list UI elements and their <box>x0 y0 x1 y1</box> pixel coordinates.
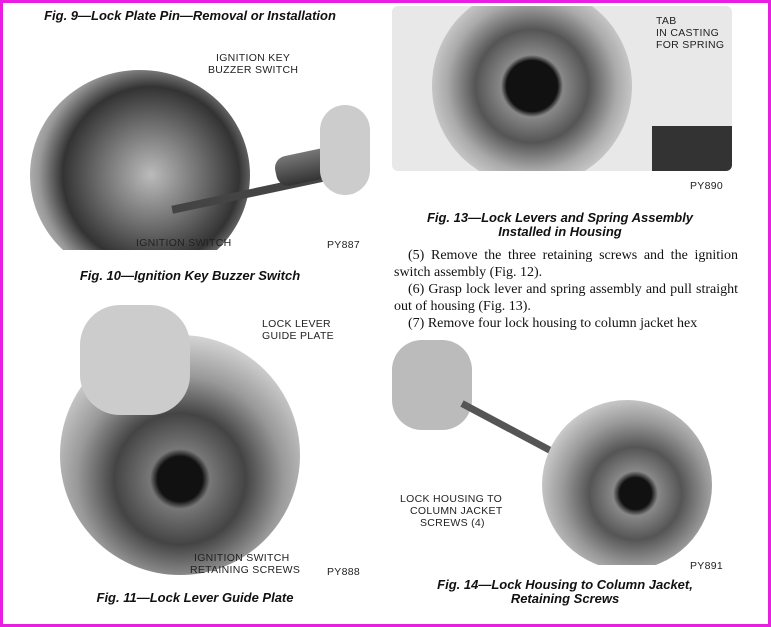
ign-switch-label: IGNITION SWITCH <box>136 237 232 249</box>
retaining-label-2: RETAINING SCREWS <box>190 564 301 576</box>
py890-label: PY890 <box>690 180 724 192</box>
tab-label-1: TAB <box>656 15 677 27</box>
lock-housing-label-2: COLUMN JACKET <box>410 505 503 517</box>
tab-label-2: IN CASTING <box>656 27 720 39</box>
lock-housing-label-3: SCREWS (4) <box>420 517 485 529</box>
py887-label: PY887 <box>327 239 361 251</box>
fig13-caption-2: Installed in Housing <box>498 224 622 239</box>
fig10-caption: Fig. 10—Ignition Key Buzzer Switch <box>79 268 301 283</box>
instructions-text: (5) Remove the three retaining screws an… <box>394 247 738 332</box>
fig14-photo <box>392 340 737 565</box>
retaining-label-1: IGNITION SWITCH <box>194 552 290 564</box>
buzzer-label-1: IGNITION KEY <box>216 52 291 64</box>
guide-label-2: GUIDE PLATE <box>262 330 334 342</box>
tab-label-3: FOR SPRING <box>656 39 725 51</box>
fig13-caption-1: Fig. 13—Lock Levers and Spring Assembly <box>426 210 694 225</box>
fig9-caption: Fig. 9—Lock Plate Pin—Removal or Install… <box>44 8 336 23</box>
step-7: (7) Remove four lock housing to column j… <box>408 316 698 331</box>
fig11-photo <box>50 305 350 575</box>
py888-label: PY888 <box>327 566 361 578</box>
fig14-caption-2: Retaining Screws <box>510 591 620 606</box>
step-5: (5) Remove the three retaining screws an… <box>394 248 738 280</box>
fig10-photo <box>20 50 370 250</box>
fig14-caption-1: Fig. 14—Lock Housing to Column Jacket, <box>437 577 693 592</box>
step-6: (6) Grasp lock lever and spring assembly… <box>394 282 738 314</box>
fig11-caption: Fig. 11—Lock Lever Guide Plate <box>96 590 294 605</box>
lock-housing-label-1: LOCK HOUSING TO <box>400 493 503 505</box>
guide-label-1: LOCK LEVER <box>262 318 331 330</box>
py891-label: PY891 <box>690 560 724 572</box>
fig13-photo <box>392 6 732 171</box>
buzzer-label-2: BUZZER SWITCH <box>208 64 299 76</box>
